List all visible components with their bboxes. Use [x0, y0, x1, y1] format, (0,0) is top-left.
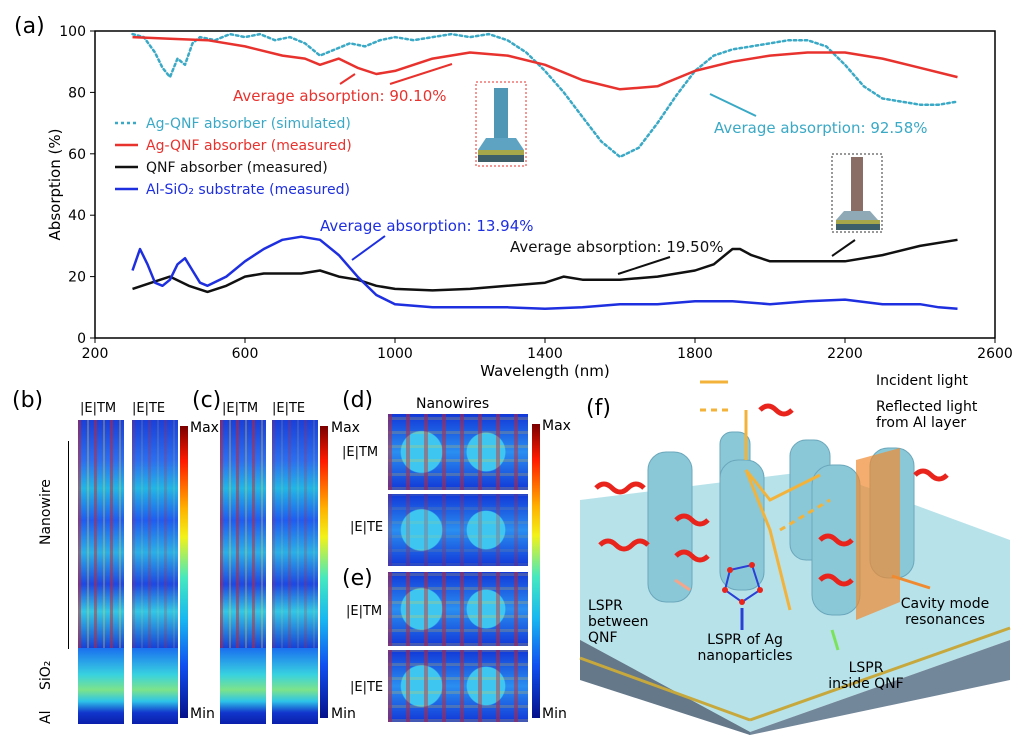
annotation-avg-qnf: Average absorption: 19.50%: [510, 238, 724, 256]
series-line-1: [132, 35, 958, 91]
legend: Ag-QNF absorber (simulated) Ag-QNF absor…: [115, 116, 352, 198]
fieldmap-d-tm: [388, 414, 528, 490]
legend-label-qnf: QNF absorber (measured): [146, 160, 328, 176]
label-nanowire: Nanowire: [38, 479, 54, 545]
fieldmap-b-te: [132, 420, 178, 648]
arrow-annotation-black-2: [831, 239, 856, 257]
y-tick-label: 0: [77, 331, 86, 347]
y-tick-label: 80: [68, 85, 86, 101]
schematic-illustration: [579, 380, 1011, 735]
series-line-0: [131, 32, 959, 159]
fieldmap-c-tm-substrate: [220, 648, 266, 724]
arrow-annotation-red-2: [389, 63, 453, 85]
label-sio2: SiO₂: [38, 660, 54, 690]
fieldmap-c-tm: [220, 420, 266, 648]
arrow-annotation-blue: [351, 235, 386, 261]
label-d-etm: |E|TM: [342, 445, 379, 460]
fieldmap-b-tm-substrate: [78, 648, 124, 724]
label-b-etm: |E|TM: [80, 401, 117, 416]
label-reflected-light: Reflected light from Al layer: [876, 399, 978, 431]
panel-label-e: (e): [342, 566, 373, 591]
x-tick-label: 1000: [377, 346, 413, 362]
label-incident-light-text: Incident light: [876, 373, 968, 389]
x-tick-label: 1800: [677, 346, 713, 362]
x-tick-label: 200: [82, 346, 109, 362]
x-axis-label: Wavelength (nm): [480, 362, 610, 380]
label-lspr-between: LSPR between QNF: [588, 598, 649, 646]
x-tick-label: 1400: [527, 346, 563, 362]
colorbar-b-min: Min: [190, 706, 215, 722]
label-lspr-inside: LSPR inside QNF: [828, 660, 904, 692]
y-tick-label: 20: [68, 270, 86, 286]
fieldmap-c-te: [272, 420, 318, 648]
arrow-annotation-cyan: [709, 93, 757, 117]
x-tick-label: 600: [232, 346, 259, 362]
y-tick-label: 100: [59, 24, 86, 40]
fieldmap-e-te: [388, 650, 528, 722]
panel-label-a: (a): [14, 14, 45, 39]
inset-ag-qnf-structure: [475, 81, 527, 167]
colorbar-de: [532, 424, 540, 718]
label-c-etm: |E|TM: [222, 401, 259, 416]
annotation-avg-ag-measured: Average absorption: 90.10%: [233, 87, 447, 105]
colorbar-c-min: Min: [331, 706, 356, 722]
colorbar-b-max: Max: [190, 420, 219, 436]
legend-label-al-sio2: Al-SiO₂ substrate (measured): [146, 182, 350, 198]
y-tick-label: 60: [68, 147, 86, 163]
panel-label-c: (c): [192, 388, 222, 413]
label-cavity-mode: Cavity mode resonances: [900, 596, 990, 628]
fieldmap-b-te-substrate: [132, 648, 178, 724]
fieldmap-b-tm: [78, 420, 124, 648]
inset-qnf-structure: [831, 153, 883, 233]
absorption-chart: 200 600 1000 1400 1800 2200 2600 0 20 40 60 80 100Wa…: [46, 24, 1013, 380]
colorbar-de-min: Min: [542, 706, 567, 722]
y-axis-label: Absorption (%): [46, 129, 64, 241]
colorbar-b: [180, 426, 188, 718]
legend-label-simulated: Ag-QNF absorber (simulated): [146, 116, 351, 132]
x-tick-label: 2600: [977, 346, 1013, 362]
legend-label-ag-measured: Ag-QNF absorber (measured): [146, 138, 352, 154]
arrow-annotation-black-1: [617, 256, 671, 275]
label-al: Al: [38, 710, 54, 724]
annotation-avg-al-sio2: Average absorption: 13.94%: [320, 217, 534, 235]
label-c-ete: |E|TE: [272, 401, 306, 416]
annotation-avg-simulated: Average absorption: 92.58%: [714, 119, 928, 137]
fieldmap-e-tm: [388, 572, 528, 646]
fieldmap-d-te: [388, 494, 528, 566]
x-tick-label: 2200: [827, 346, 863, 362]
series-line-3: [131, 235, 958, 311]
arrow-annotation-red-1: [339, 73, 356, 85]
panel-label-f: (f): [586, 396, 611, 421]
y-tick-label: 40: [68, 208, 86, 224]
panel-label-b: (b): [12, 388, 44, 413]
label-e-etm: |E|TM: [346, 604, 383, 619]
label-lspr-ag: LSPR of Ag nanoparticles: [697, 632, 793, 664]
series-line-2: [132, 238, 958, 294]
label-b-ete: |E|TE: [132, 401, 166, 416]
colorbar-c-max: Max: [331, 420, 360, 436]
colorbar-de-max: Max: [542, 418, 571, 434]
fieldmap-c-te-substrate: [272, 648, 318, 724]
panel-label-d: (d): [342, 388, 374, 413]
label-d-ete: |E|TE: [350, 520, 384, 535]
ag-nanoparticle-cluster: [722, 562, 763, 605]
label-nanowires: Nanowires: [416, 396, 490, 412]
colorbar-c: [320, 426, 328, 718]
nanowire-bracket: [68, 441, 69, 649]
label-e-ete: |E|TE: [350, 680, 384, 695]
